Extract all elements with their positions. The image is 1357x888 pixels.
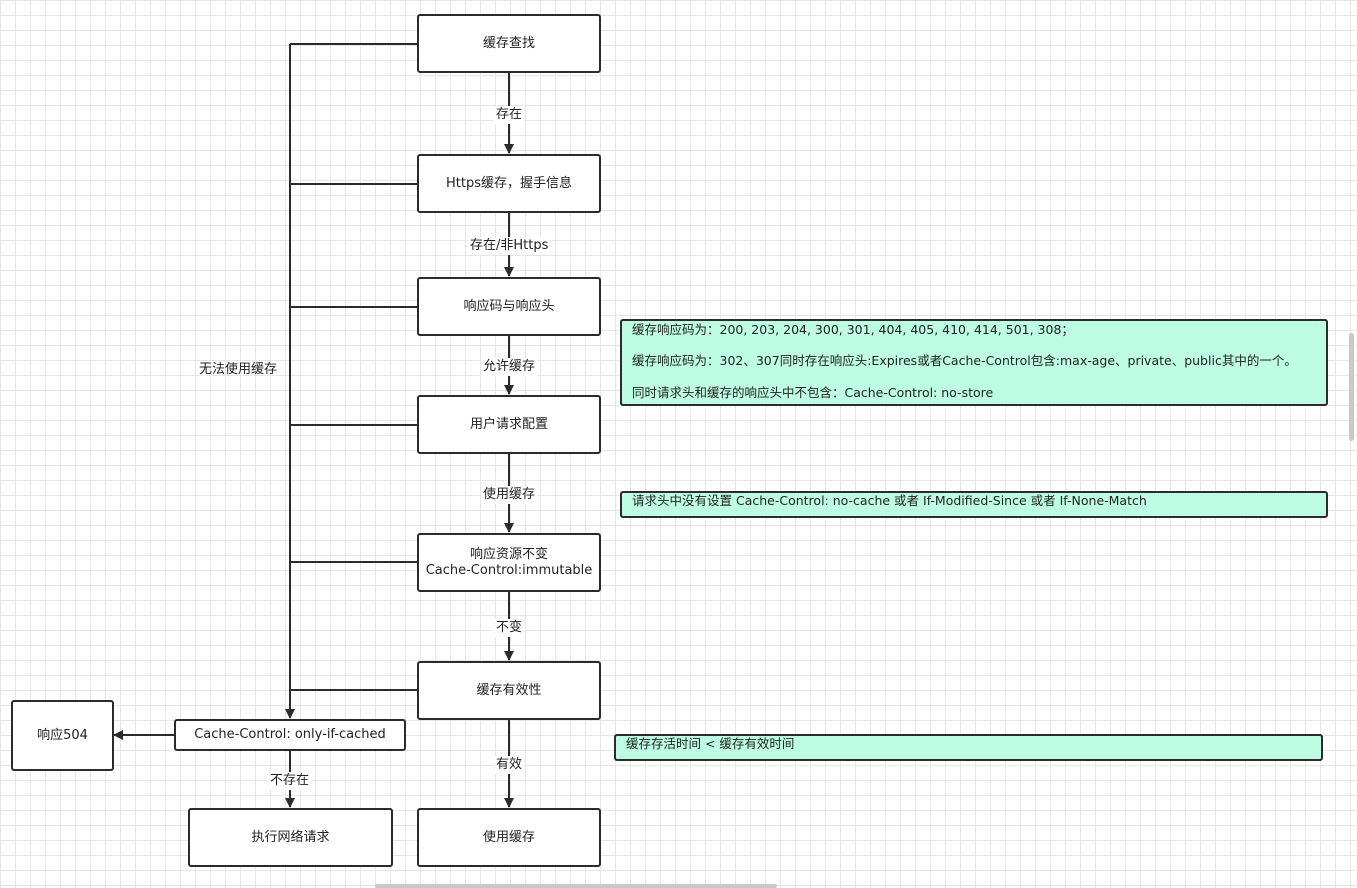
edge-label-unchanged: 不变 xyxy=(494,619,525,637)
node-cache-validity-label: 缓存有效性 xyxy=(476,682,542,698)
node-cache-validity[interactable]: 缓存有效性 xyxy=(417,661,601,720)
node-immutable[interactable]: 响应资源不变 Cache-Control:immutable xyxy=(417,533,601,592)
node-https-cache-label: Https缓存，握手信息 xyxy=(446,175,572,191)
node-immutable-label-1: 响应资源不变 xyxy=(469,546,548,562)
edge-label-exists-non-https: 存在/非Https xyxy=(468,237,551,255)
node-https-cache[interactable]: Https缓存，握手信息 xyxy=(417,154,601,213)
horizontal-scrollbar[interactable] xyxy=(375,884,777,888)
node-network-request-label: 执行网络请求 xyxy=(251,829,330,845)
edge-label-allow-cache: 允许缓存 xyxy=(481,358,538,376)
note-cacheable-codes-line1: 缓存响应码为：200, 203, 204, 300, 301, 404, 405… xyxy=(632,322,1074,337)
edge-label-use-cache: 使用缓存 xyxy=(481,486,538,504)
edge-label-cannot-use-cache: 无法使用缓存 xyxy=(199,362,278,377)
node-use-cache-label: 使用缓存 xyxy=(482,829,535,845)
node-use-cache[interactable]: 使用缓存 xyxy=(417,808,601,867)
edge-label-valid: 有效 xyxy=(494,756,525,774)
note-ttl-text: 缓存存活时间 < 缓存有效时间 xyxy=(626,736,795,751)
edge-label-exists: 存在 xyxy=(494,106,525,124)
note-ttl[interactable]: 缓存存活时间 < 缓存有效时间 xyxy=(614,734,1323,761)
node-only-if-cached-label: Cache-Control: only-if-cached xyxy=(194,727,386,742)
note-request-header-text: 请求头中没有设置 Cache-Control: no-cache 或者 If-M… xyxy=(632,493,1147,508)
node-user-request-config-label: 用户请求配置 xyxy=(469,416,548,432)
node-cache-lookup[interactable]: 缓存查找 xyxy=(417,14,601,73)
node-response-504-label: 响应504 xyxy=(37,727,88,743)
node-response-code-header-label: 响应码与响应头 xyxy=(463,298,555,314)
note-cacheable-codes[interactable]: 缓存响应码为：200, 203, 204, 300, 301, 404, 405… xyxy=(620,319,1328,406)
node-response-code-header[interactable]: 响应码与响应头 xyxy=(417,277,601,336)
vertical-scrollbar[interactable] xyxy=(1349,333,1354,441)
node-response-504[interactable]: 响应504 xyxy=(11,700,114,771)
node-immutable-label-2: Cache-Control:immutable xyxy=(425,562,593,578)
note-cacheable-codes-line3: 同时请求头和缓存的响应头中不包含：Cache-Control: no-store xyxy=(632,385,994,400)
edge-label-not-exists: 不存在 xyxy=(268,772,312,790)
node-user-request-config[interactable]: 用户请求配置 xyxy=(417,395,601,454)
node-network-request[interactable]: 执行网络请求 xyxy=(188,808,393,867)
node-cache-lookup-label: 缓存查找 xyxy=(482,35,535,51)
note-cacheable-codes-line2: 缓存响应码为：302、307同时存在响应头:Expires或者Cache-Con… xyxy=(632,353,1297,368)
node-only-if-cached[interactable]: Cache-Control: only-if-cached xyxy=(174,719,406,751)
note-request-header[interactable]: 请求头中没有设置 Cache-Control: no-cache 或者 If-M… xyxy=(620,491,1328,518)
